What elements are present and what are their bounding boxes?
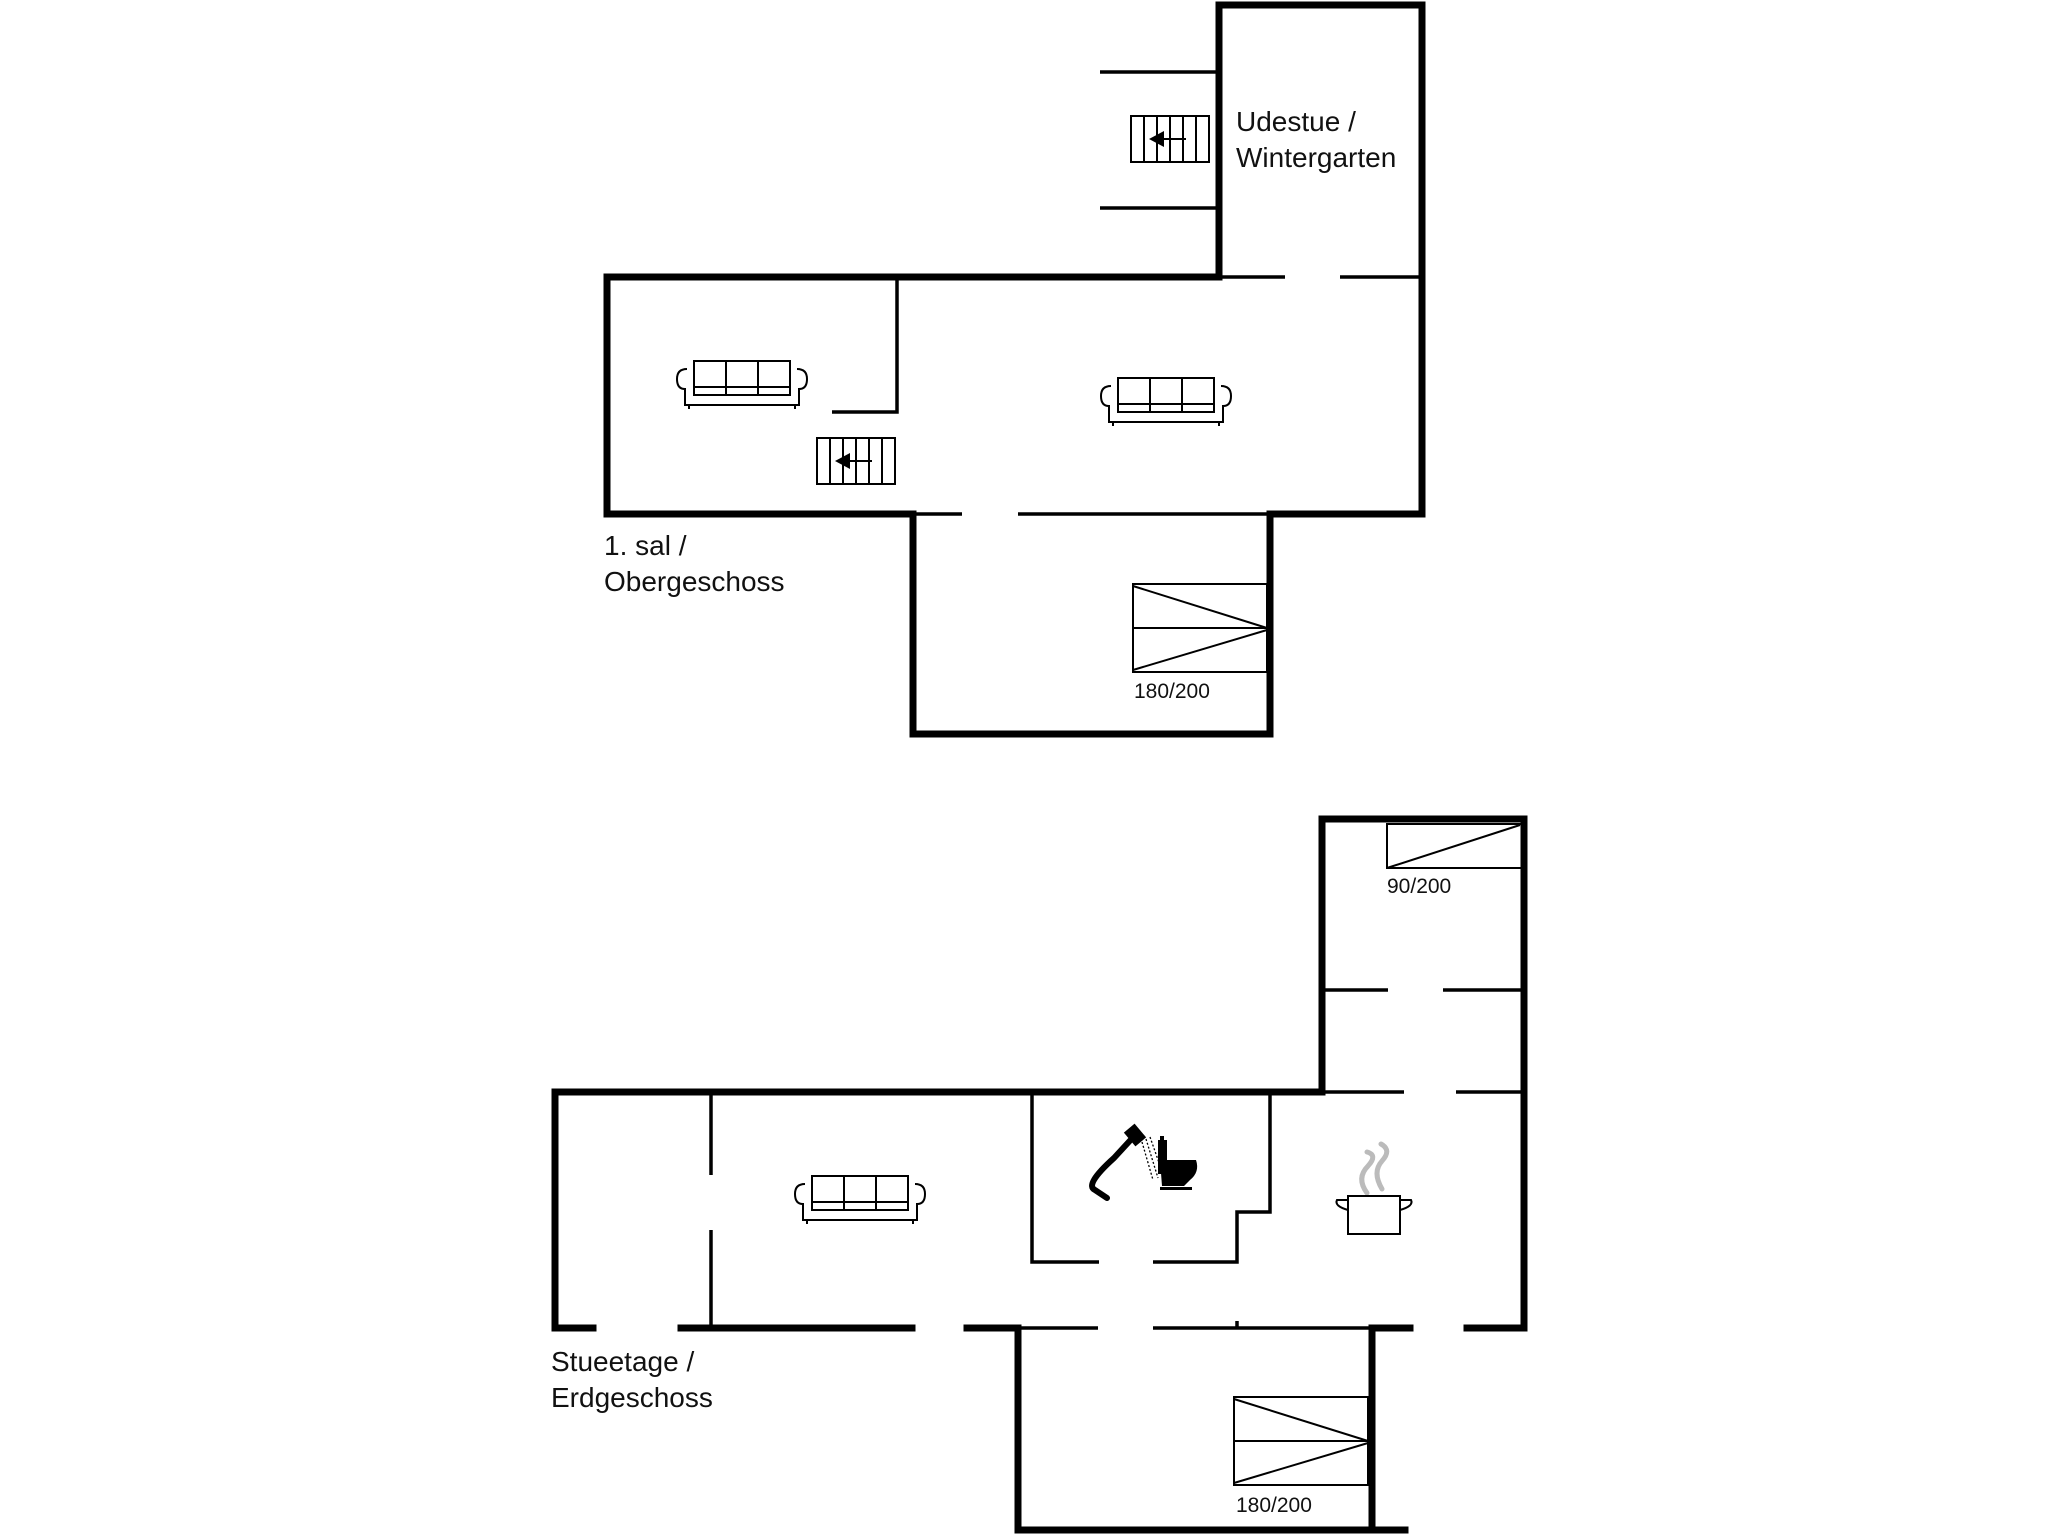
floor-label-ground: Stueetage / Erdgeschoss [551,1344,713,1416]
room-label-wintergarten: Udestue / Wintergarten [1236,104,1396,176]
double-bed-icon [1233,1396,1369,1486]
sofa-icon [1100,377,1232,427]
room-name-line2: Wintergarten [1236,142,1397,173]
floor-label-line2: Erdgeschoss [551,1382,713,1413]
floor-label-line1: 1. sal / [604,530,687,561]
ground-floor [551,815,1528,1534]
double-bed-icon [1132,583,1268,673]
cooking-pot-icon [1335,1141,1413,1235]
floor-label-line2: Obergeschoss [604,566,785,597]
bed-size-label: 90/200 [1387,875,1452,898]
floor-label-line1: Stueetage / [551,1346,695,1377]
room-name-line1: Udestue / [1236,106,1356,137]
sofa-icon [794,1175,926,1225]
floor-label-upper: 1. sal / Obergeschoss [604,528,785,600]
shower-icon [1089,1123,1164,1201]
staircase-icon [816,437,896,485]
staircase-icon [1130,115,1210,163]
toilet-icon [1158,1136,1198,1190]
bed-size-label: 180/200 [1134,680,1210,703]
bed-size-label: 180/200 [1236,1494,1312,1517]
sofa-icon [676,360,808,410]
upper-floor [603,1,1426,738]
